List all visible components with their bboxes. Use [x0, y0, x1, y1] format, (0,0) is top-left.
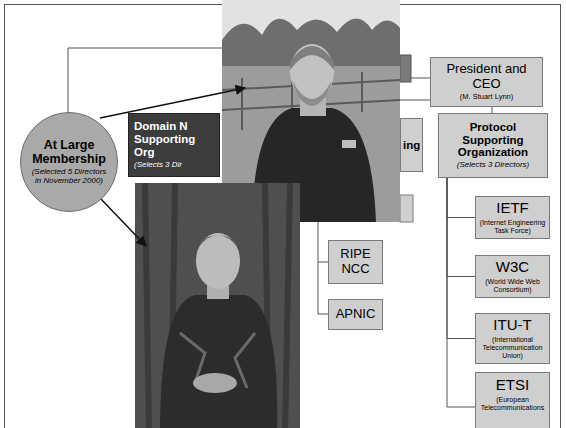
node-content: President and CEO (M. Stuart Lynn) — [431, 58, 542, 106]
node-subtitle: (Selected 5 Directors in November 2000) — [29, 168, 109, 186]
membership-circle: At Large Membership (Selected 5 Directors… — [20, 112, 118, 212]
member-box: IETF (Internet Engineering Task Force) — [475, 196, 550, 239]
node-title: Protocol Supporting Organization — [443, 121, 543, 160]
node-subtitle: (Internet Engineering Task Force) — [479, 219, 546, 235]
node-title: ETSI — [479, 377, 546, 394]
node-content: ing — [401, 119, 422, 171]
member-box: APNIC — [328, 299, 383, 330]
node-title: At Large Membership — [29, 138, 109, 166]
tree-connector — [447, 178, 475, 339]
node-title: President and CEO — [441, 62, 532, 91]
node-title: ITU-T — [479, 317, 546, 334]
aso-link-line — [318, 222, 328, 314]
organization-box: Domain N Supporting Org (Selects 3 Dir — [128, 113, 220, 177]
tree-connector — [447, 178, 475, 218]
node-content: ITU-T (International Telecommunication Un… — [476, 314, 549, 363]
node-subtitle: (M. Stuart Lynn) — [441, 93, 532, 101]
hidden-box-edge — [400, 195, 413, 222]
node-content: APNIC — [329, 300, 382, 329]
slide-frame — [5, 5, 561, 428]
node-title: RIPE NCC — [332, 247, 379, 276]
pointer-arrow — [100, 198, 146, 246]
circle-fill — [21, 113, 118, 212]
node-content: Domain N Supporting Org (Selects 3 Dir — [129, 114, 219, 176]
board-box-edge — [400, 55, 411, 82]
member-box: ETSI (European Telecommunications — [475, 372, 550, 428]
aso-link-line — [318, 262, 328, 263]
organization-box: Protocol Supporting Organization(Selects… — [438, 113, 548, 178]
node-title: ing — [403, 139, 420, 152]
node-content: Protocol Supporting Organization(Selects… — [439, 114, 547, 177]
node-subtitle: (World Wide Web Consortium) — [479, 278, 546, 294]
tree-connector — [447, 178, 475, 407]
node-content: W3C (World Wide Web Consortium) — [476, 256, 549, 297]
tree-connector — [447, 178, 475, 277]
node-title: W3C — [479, 259, 546, 276]
node-title: IETF — [479, 200, 546, 217]
node-subtitle: (Selects 3 Dir — [134, 161, 214, 170]
node-title: APNIC — [332, 307, 379, 322]
node-subtitle: (European Telecommunications — [479, 396, 546, 412]
organization-box: ing — [400, 118, 423, 172]
node-content: ETSI (European Telecommunications — [476, 373, 549, 428]
ceo-link-line — [411, 78, 430, 79]
member-box: RIPE NCC — [328, 240, 383, 284]
node-content: RIPE NCC — [329, 241, 382, 283]
member-box: ITU-T (International Telecommunication Un… — [475, 313, 550, 364]
node-subtitle: (International Telecommunication Union) — [479, 336, 546, 359]
member-box: W3C (World Wide Web Consortium) — [475, 255, 550, 298]
board-link-line — [68, 48, 222, 112]
node-subtitle: (Selects 3 Directors) — [443, 161, 543, 170]
node-content: IETF (Internet Engineering Task Force) — [476, 197, 549, 238]
officer-box: President and CEO (M. Stuart Lynn) — [430, 57, 543, 107]
node-content: At Large Membership (Selected 5 Directors… — [20, 112, 118, 212]
node-title: Domain N Supporting Org — [134, 120, 214, 159]
